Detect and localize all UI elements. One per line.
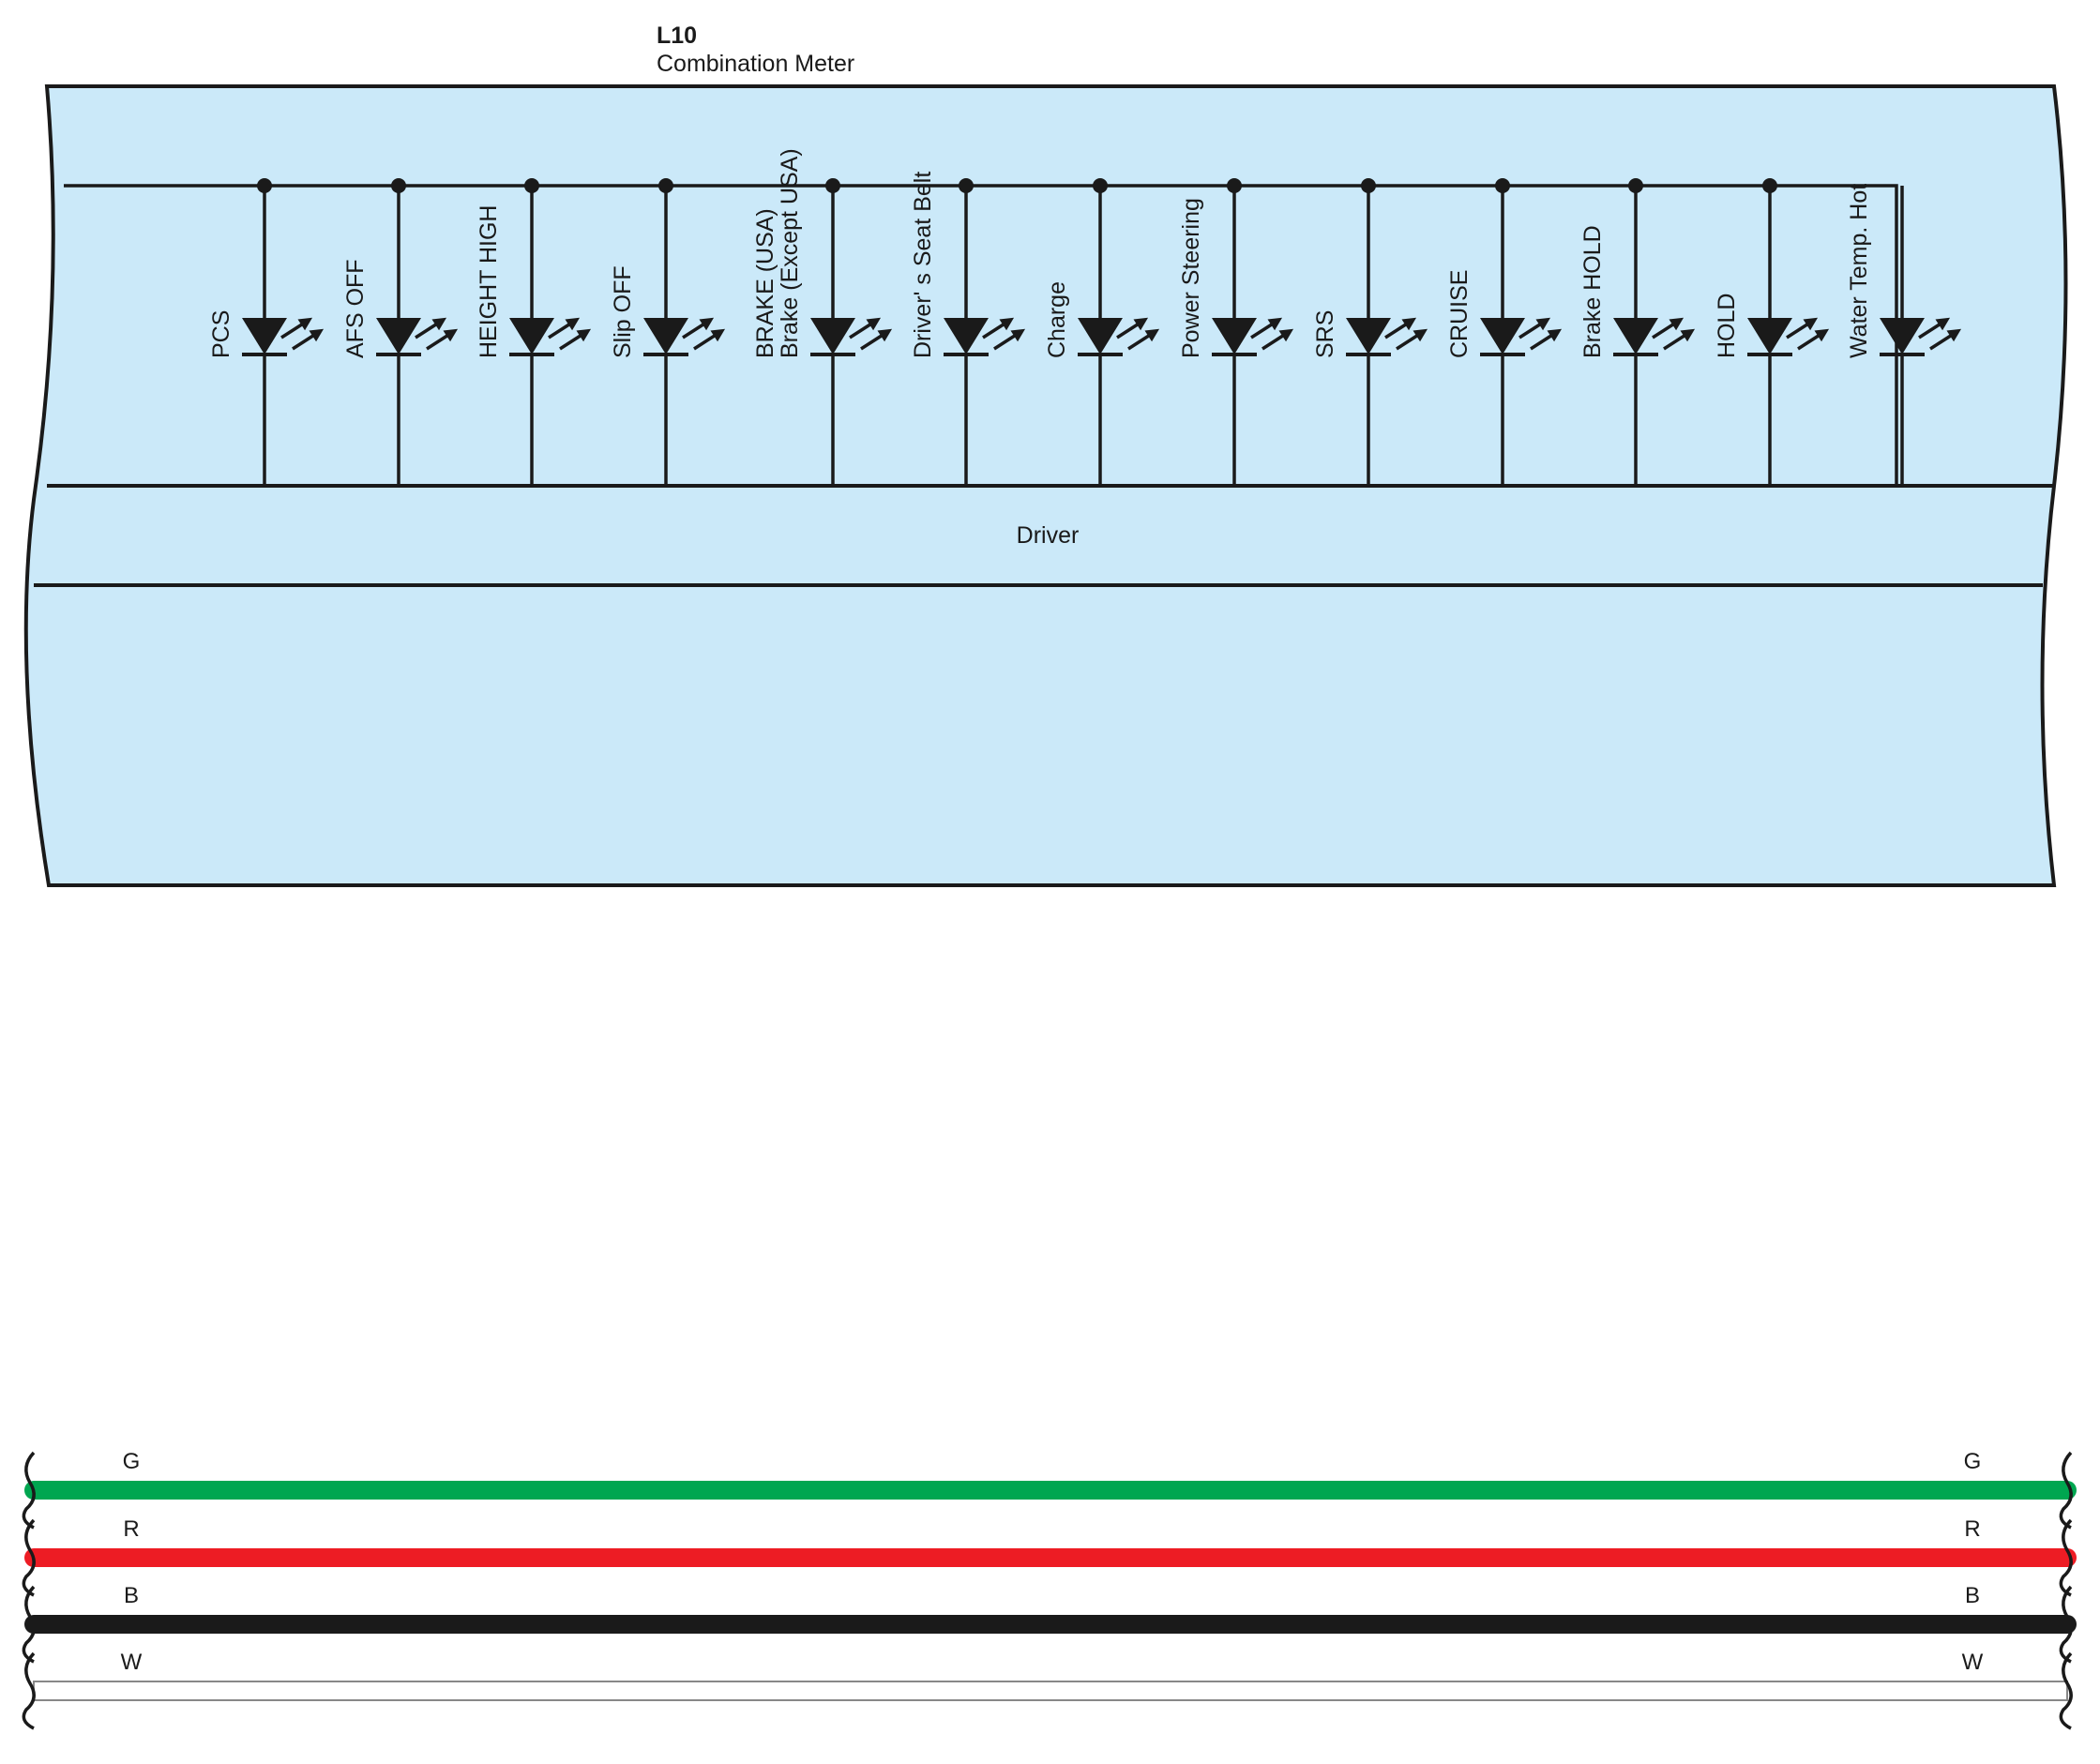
wire-break-left-icon [22, 1451, 36, 1530]
light-arrow-icon [1267, 317, 1283, 331]
indicator-10: CRUISE [1446, 178, 1563, 486]
indicator-label: Power Steering [1178, 198, 1204, 358]
common-bus-line [64, 184, 1898, 486]
indicator-label: Slip OFF [610, 265, 636, 358]
led-icon [1880, 318, 1925, 354]
indicator-label: CRUISE [1446, 270, 1473, 358]
light-arrow-icon [1413, 328, 1428, 342]
wire-line [33, 1681, 2068, 1701]
light-arrow-icon [1935, 317, 1951, 331]
indicator-11: Brake HOLD [1579, 178, 1696, 486]
indicator-13: Water Temp. Hot [1846, 184, 1962, 486]
indicator-label: HOLD [1714, 294, 1740, 358]
indicator-6: Driver' s Seat Belt [910, 172, 1026, 486]
indicator-label: HEIGHT HIGH [476, 205, 502, 358]
led-icon [810, 318, 855, 354]
led-icon [1613, 318, 1658, 354]
led-icon [643, 318, 688, 354]
light-arrow-icon [443, 328, 459, 342]
light-arrow-icon [1946, 328, 1962, 342]
light-arrow-icon [1133, 317, 1149, 331]
wire-label-right: W [1962, 1650, 1984, 1675]
light-arrow-icon [565, 317, 581, 331]
wire-break-left-icon [22, 1585, 36, 1664]
light-arrow-icon [1680, 328, 1696, 342]
wire-break-right-icon [2059, 1451, 2073, 1530]
indicator-label: Water Temp. Hot [1846, 184, 1872, 358]
component-name: Combination Meter [657, 51, 854, 77]
led-icon [1212, 318, 1257, 354]
wire-break-left-icon [22, 1651, 36, 1730]
indicator-7: Charge [1044, 178, 1160, 486]
light-arrow-icon [431, 317, 447, 331]
light-arrow-icon [1401, 317, 1417, 331]
light-arrow-icon [1547, 328, 1563, 342]
led-icon [509, 318, 554, 354]
led-icon [1480, 318, 1525, 354]
wire-label-left: B [124, 1583, 139, 1608]
indicator-label: PCS [208, 310, 234, 358]
indicator-8: Power Steering [1178, 178, 1294, 486]
indicator-5: BRAKE (USA)Brake (Except USA) [752, 148, 893, 486]
indicator-label: AFS OFF [342, 259, 369, 358]
light-arrow-icon [576, 328, 592, 342]
wire-label-left: R [123, 1516, 139, 1542]
light-arrow-icon [710, 328, 726, 342]
light-arrow-icon [1010, 328, 1026, 342]
wire-label-right: B [1965, 1583, 1980, 1608]
light-arrow-icon [877, 328, 893, 342]
led-icon [1747, 318, 1792, 354]
indicator-label: Driver' s Seat Belt [910, 172, 936, 358]
wire-label-right: R [1964, 1516, 1980, 1542]
indicator-label: BRAKE (USA) [752, 208, 778, 358]
indicator-2: AFS OFF [342, 178, 459, 486]
indicator-3: HEIGHT HIGH [476, 178, 592, 486]
light-arrow-icon [1814, 328, 1830, 342]
led-icon [944, 318, 989, 354]
light-arrow-icon [1535, 317, 1551, 331]
indicator-label: Brake (Except USA) [777, 148, 803, 358]
light-arrow-icon [1669, 317, 1685, 331]
indicator-4: Slip OFF [610, 178, 726, 486]
indicator-label: Charge [1044, 281, 1070, 358]
light-arrow-icon [699, 317, 715, 331]
wire-break-right-icon [2059, 1518, 2073, 1597]
wire-label-left: G [123, 1449, 141, 1474]
indicator-label: SRS [1312, 310, 1338, 358]
indicator-9: SRS [1312, 178, 1428, 486]
wire-break-right-icon [2059, 1585, 2073, 1664]
wire-break-right-icon [2059, 1651, 2073, 1730]
indicator-group: PCS AFS OFF HEIGHT HIGH Slip OFF BRAKE (USA)… [208, 148, 1962, 486]
wire-label-right: G [1964, 1449, 1982, 1474]
light-arrow-icon [999, 317, 1015, 331]
light-arrow-icon [1803, 317, 1819, 331]
component-id: L10 [657, 23, 697, 49]
light-arrow-icon [309, 328, 325, 342]
led-icon [376, 318, 421, 354]
led-icon [1346, 318, 1391, 354]
led-icon [242, 318, 287, 354]
driver-label: Driver [1017, 522, 1080, 549]
led-icon [1078, 318, 1123, 354]
indicator-1: PCS [208, 178, 325, 486]
light-arrow-icon [866, 317, 882, 331]
light-arrow-icon [1144, 328, 1160, 342]
light-arrow-icon [1278, 328, 1294, 342]
wire-label-left: W [121, 1650, 143, 1675]
indicator-12: HOLD [1714, 178, 1830, 486]
indicator-label: Brake HOLD [1579, 225, 1606, 358]
wire-break-left-icon [22, 1518, 36, 1597]
light-arrow-icon [297, 317, 313, 331]
